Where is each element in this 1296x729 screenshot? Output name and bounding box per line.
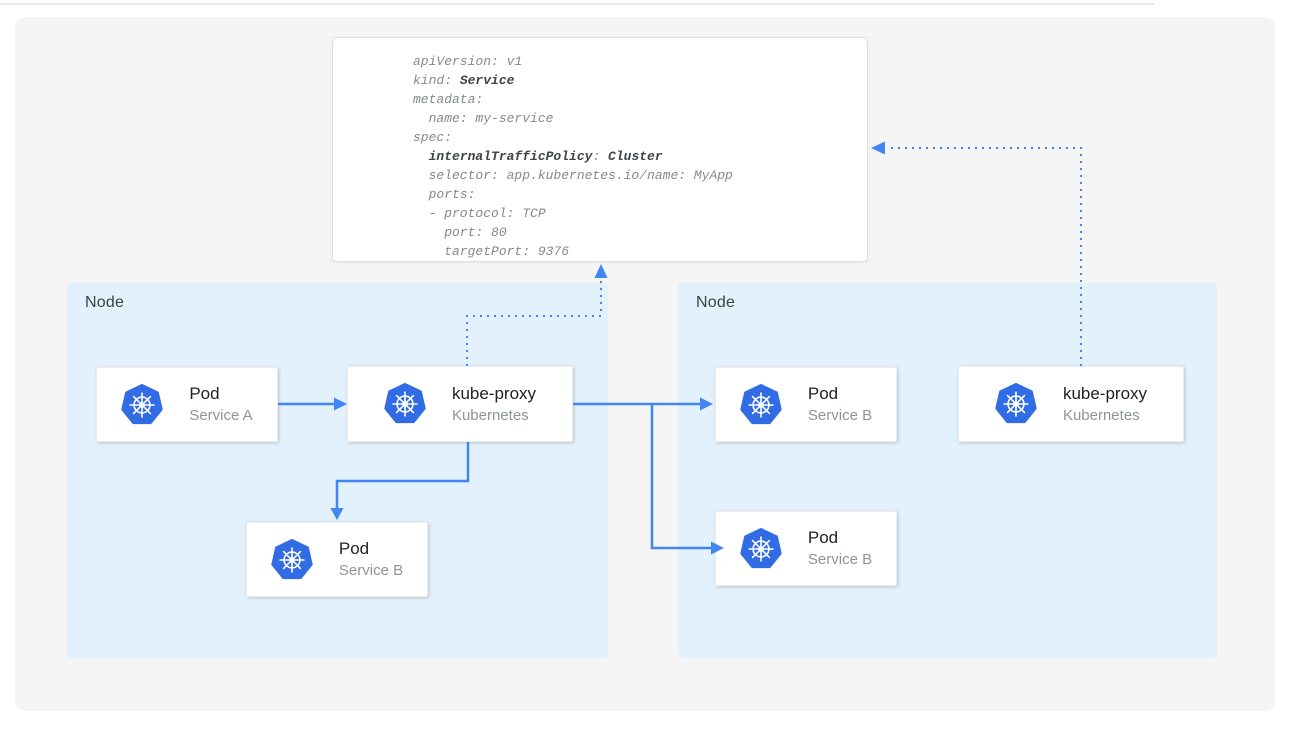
kubernetes-icon — [740, 383, 782, 424]
card-title: Pod — [807, 528, 839, 547]
card-title: kube-proxy — [1062, 383, 1148, 403]
kube-proxy-card-right: kube-proxy Kubernetes — [958, 366, 1184, 442]
card-title: Pod — [807, 384, 839, 403]
pod-card-service-b-right-bottom: Pod Service B — [715, 511, 897, 586]
yaml-line: targetPort: 9376 — [413, 244, 570, 259]
node-label: Node — [85, 294, 125, 311]
yaml-line-internal-traffic-policy: internalTrafficPolicy: Cluster — [428, 149, 663, 164]
pod-card-service-b-left: Pod Service B — [246, 522, 428, 597]
yaml-line: port: 80 — [413, 225, 507, 240]
node-box-left: Node — [67, 283, 608, 658]
kubernetes-icon — [384, 383, 426, 424]
service-yaml-card: apiVersion: v1 kind: Service metadata: n… — [332, 37, 868, 262]
yaml-line: name: my-service — [413, 111, 554, 126]
kubernetes-icon — [271, 538, 313, 579]
card-title: kube-proxy — [451, 383, 537, 403]
top-divider — [0, 3, 1155, 5]
node-box-right: Node — [678, 283, 1217, 658]
pod-card-service-b-right-top: Pod Service B — [715, 367, 897, 442]
card-subtitle: Kubernetes — [1062, 406, 1140, 424]
card-subtitle: Service B — [807, 407, 873, 424]
kube-proxy-card-left: kube-proxy Kubernetes — [347, 366, 573, 442]
yaml-line: kind: Service — [413, 73, 515, 88]
card-subtitle: Kubernetes — [451, 406, 529, 424]
pod-card-service-a: Pod Service A — [96, 367, 278, 442]
kubernetes-icon — [995, 383, 1037, 424]
node-label: Node — [696, 294, 736, 311]
yaml-line: apiVersion: v1 — [413, 54, 523, 69]
card-subtitle: Service B — [338, 562, 404, 579]
yaml-line: metadata: — [413, 92, 484, 107]
kubernetes-icon — [121, 383, 164, 424]
yaml-line: - protocol: TCP — [413, 206, 546, 221]
card-subtitle: Service A — [189, 407, 253, 424]
kubernetes-icon — [740, 527, 782, 568]
card-subtitle: Service B — [807, 551, 873, 568]
yaml-line: ports: — [413, 187, 476, 202]
card-title: Pod — [338, 539, 370, 558]
card-title: Pod — [189, 384, 220, 403]
yaml-line: selector: app.kubernetes.io/name: MyApp — [413, 168, 733, 183]
yaml-line: spec: — [413, 130, 453, 145]
